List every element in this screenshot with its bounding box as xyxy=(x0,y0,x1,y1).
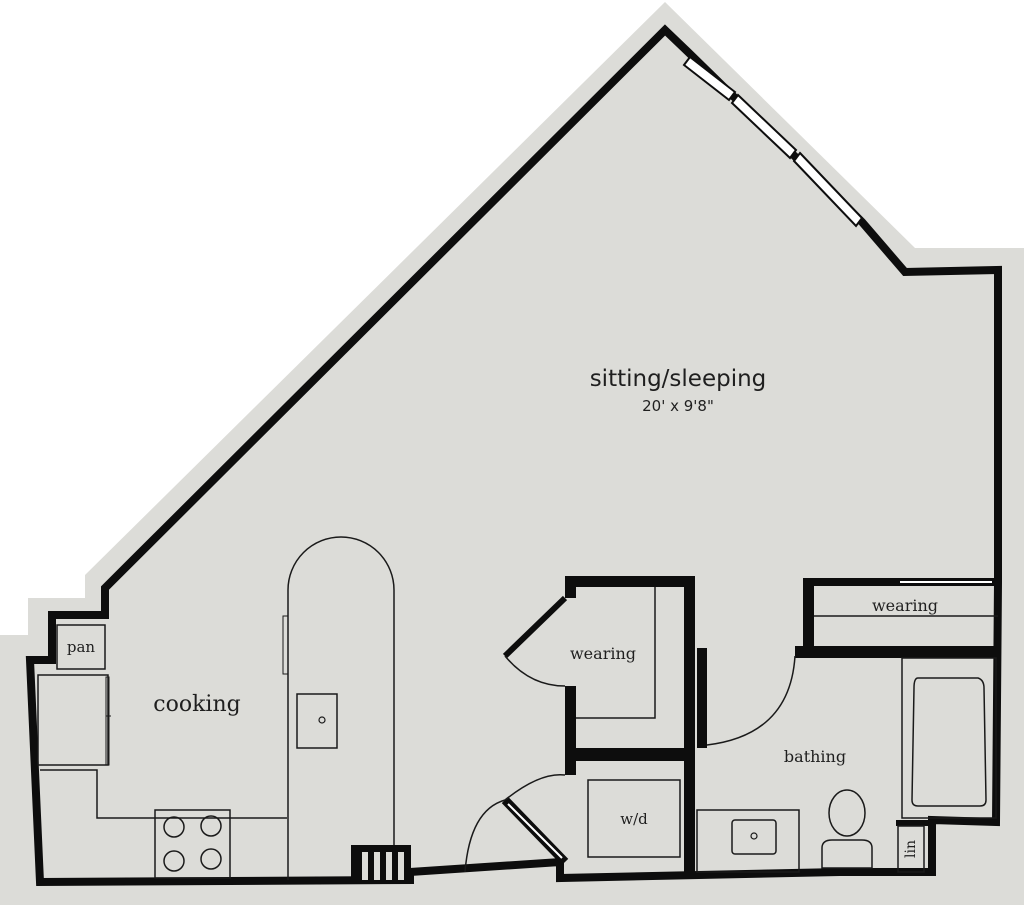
room-dimensions-sitting: 20' x 9'8" xyxy=(642,397,714,415)
interior-walls xyxy=(565,576,998,876)
room-label-bathing: bathing xyxy=(784,747,846,766)
room-label-lin: lin xyxy=(903,840,919,858)
closet-door-swing xyxy=(504,655,566,687)
bath-sink xyxy=(731,819,777,855)
bath-vanity xyxy=(696,809,800,873)
wd-door[interactable] xyxy=(501,796,569,866)
room-label-wearing-closet: wearing xyxy=(570,644,636,663)
pantry xyxy=(56,624,106,670)
kitchen-counter xyxy=(40,769,287,819)
room-label-sitting: sitting/sleeping xyxy=(590,366,767,392)
room-label-cooking: cooking xyxy=(153,692,240,717)
kitchen-island xyxy=(287,536,395,880)
wd-door-swing xyxy=(464,773,566,873)
room-label-wd: w/d xyxy=(620,810,648,828)
toilet xyxy=(821,789,873,869)
room-label-wearing-right: wearing xyxy=(872,596,938,615)
closet-shelf xyxy=(576,587,656,719)
refrigerator xyxy=(37,674,109,766)
washer-dryer xyxy=(587,779,681,858)
window xyxy=(682,55,864,228)
room-label-pan: pan xyxy=(67,638,96,656)
bathtub-surround xyxy=(901,657,997,819)
linen-closet xyxy=(897,825,925,873)
kitchen-sink xyxy=(296,693,338,749)
bath-door-swing xyxy=(706,655,796,746)
bathtub xyxy=(911,677,987,807)
radiator xyxy=(351,845,411,881)
stove xyxy=(154,809,231,879)
floor-area xyxy=(25,24,1002,887)
closet-door[interactable] xyxy=(502,595,568,659)
